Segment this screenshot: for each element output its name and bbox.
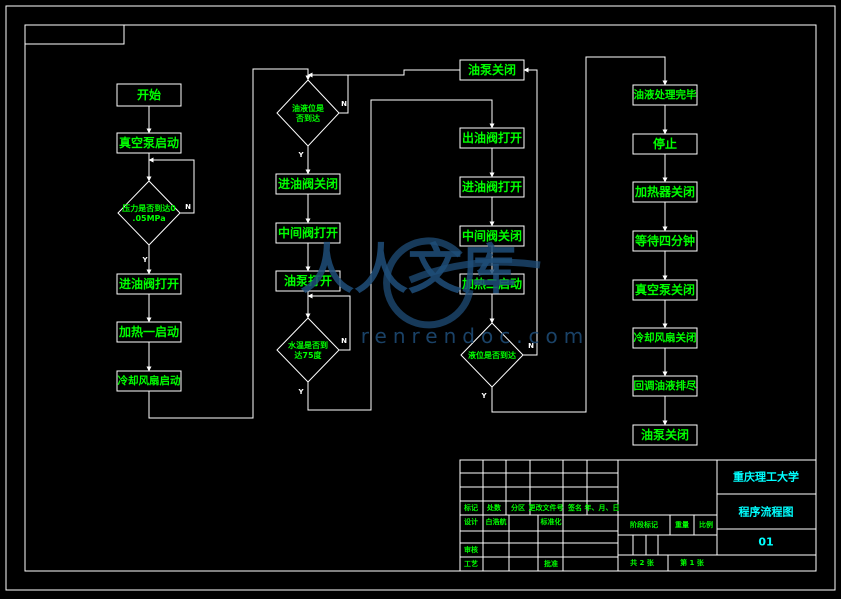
oil-pump-close-node-2-label: 油泵关闭 (641, 427, 689, 442)
inner-frame (24, 24, 817, 572)
cooling-fan-close-node-label: 冷却风扇关闭 (634, 331, 697, 344)
heater-two-start-node-label: 加热二启动 (461, 276, 522, 291)
oil-pump-open-node-label: 油泵打开 (284, 273, 332, 288)
oil-pump-close-node: 油泵关闭 (459, 59, 525, 81)
flow-connector (148, 68, 311, 419)
water-temp-check-decision-label: 水温是否到达75度 (287, 340, 328, 360)
school-name: 重庆理工大学 (733, 470, 799, 484)
title-row-label: 签名 (567, 503, 582, 512)
sheet-count: 共 2 张 (630, 558, 655, 567)
branch-mark: Y (141, 256, 148, 264)
oil-processing-done-node: 油液处理完毕 (632, 84, 698, 106)
oil-level-check-decision-label: 油液位是否到达 (292, 103, 324, 123)
title-row-label: 标记 (463, 503, 478, 512)
approve-label: 批准 (544, 559, 558, 568)
vacuum-pump-close-node: 真空泵关闭 (632, 279, 698, 301)
inlet-valve-close-node-label: 进油阀关闭 (278, 176, 338, 191)
heater-close-node-label: 加热器关闭 (634, 184, 695, 199)
vacuum-pump-start-node-label: 真空泵启动 (119, 135, 179, 150)
inlet-valve-open-node: 进油阀打开 (116, 273, 182, 295)
cooling-fan-start-node-label: 冷却风扇启动 (118, 374, 181, 387)
inlet-valve-open-node-2-label: 进油阀打开 (462, 179, 522, 194)
watermark-url: renrendoc.com (361, 324, 590, 348)
level-check-decision: 液位是否到达 (460, 322, 524, 388)
outlet-valve-open-node: 出油阀打开 (459, 127, 525, 149)
title-row-label: 年、月、日 (585, 503, 620, 512)
middle-valve-open-node-label: 中间阀打开 (278, 225, 338, 240)
heater-one-start-node-label: 加热一启动 (118, 324, 179, 339)
level-check-decision-label: 液位是否到达 (468, 350, 516, 360)
watermark-text: 人人文库 (300, 237, 516, 301)
branch-mark: N (185, 203, 191, 211)
pressure-check-decision: 压力是否到达0.05MPa (117, 180, 181, 246)
weight-label: 重量 (675, 520, 689, 529)
standard-label: 标准化 (540, 517, 562, 526)
vacuum-pump-start-node: 真空泵启动 (116, 132, 182, 154)
middle-valve-open-node: 中间阀打开 (275, 222, 341, 244)
branch-mark: Y (297, 388, 304, 396)
stop-node-label: 停止 (653, 136, 677, 151)
start-node-label: 开始 (137, 87, 161, 102)
oil-drain-node: 回调油液排尽 (632, 375, 698, 397)
outlet-valve-open-node-label: 出油阀打开 (462, 130, 522, 145)
middle-valve-close-node: 中间阀关闭 (459, 225, 525, 247)
inlet-valve-open-node-2: 进油阀打开 (459, 176, 525, 198)
oil-pump-close-node-label: 油泵关闭 (468, 62, 516, 77)
oil-processing-done-node-label: 油液处理完毕 (634, 88, 697, 101)
review-label: 审核 (464, 545, 478, 554)
pressure-check-decision-label: 压力是否到达0.05MPa (122, 203, 176, 223)
cooling-fan-start-node: 冷却风扇启动 (116, 370, 182, 392)
branch-mark: N (341, 337, 347, 345)
branch-mark: N (528, 342, 534, 350)
outer-frame (5, 5, 836, 591)
title-row-label: 更改文件号 (529, 503, 564, 512)
vacuum-pump-close-node-label: 真空泵关闭 (635, 282, 695, 297)
oil-drain-node-label: 回调油液排尽 (634, 379, 697, 392)
drawing-number: 01 (758, 536, 773, 549)
design-label: 设计 (464, 517, 478, 526)
branch-mark: Y (297, 151, 304, 159)
designer-name: 白浩航 (486, 517, 507, 526)
inlet-valve-close-node: 进油阀关闭 (275, 173, 341, 195)
heater-close-node: 加热器关闭 (632, 181, 698, 203)
heater-two-start-node: 加热二启动 (459, 273, 525, 295)
stop-node: 停止 (632, 133, 698, 155)
oil-pump-close-node-2: 油泵关闭 (632, 424, 698, 446)
flow-connector (312, 69, 460, 76)
cooling-fan-close-node: 冷却风扇关闭 (632, 327, 698, 349)
scale-label: 比例 (699, 520, 713, 529)
flow-connector (307, 293, 351, 351)
title-row-label: 分区 (511, 503, 525, 512)
flow-connector (307, 99, 495, 411)
flow-connector (491, 56, 668, 413)
wait-four-minutes-node: 等待四分钟 (632, 230, 698, 252)
branch-mark: N (341, 100, 347, 108)
middle-valve-close-node-label: 中间阀关闭 (462, 228, 522, 243)
watermark-circle-icon (383, 237, 541, 329)
water-temp-check-decision: 水温是否到达75度 (276, 317, 340, 383)
oil-pump-open-node: 油泵打开 (275, 270, 341, 292)
flow-connector (148, 157, 195, 214)
flow-connector (523, 67, 538, 356)
corner-code-box (24, 24, 125, 45)
process-label: 工艺 (464, 559, 478, 568)
branch-mark: Y (480, 392, 487, 400)
sheet-number: 第 1 张 (680, 558, 705, 567)
stage-label: 阶段标记 (630, 520, 658, 529)
drawing-name: 程序流程图 (739, 505, 794, 519)
wait-four-minutes-node-label: 等待四分钟 (634, 233, 695, 248)
start-node: 开始 (116, 83, 182, 107)
oil-level-check-decision: 油液位是否到达 (276, 79, 340, 147)
title-row-label: 处数 (486, 503, 502, 512)
heater-one-start-node: 加热一启动 (116, 321, 182, 343)
inlet-valve-open-node-label: 进油阀打开 (119, 276, 179, 291)
